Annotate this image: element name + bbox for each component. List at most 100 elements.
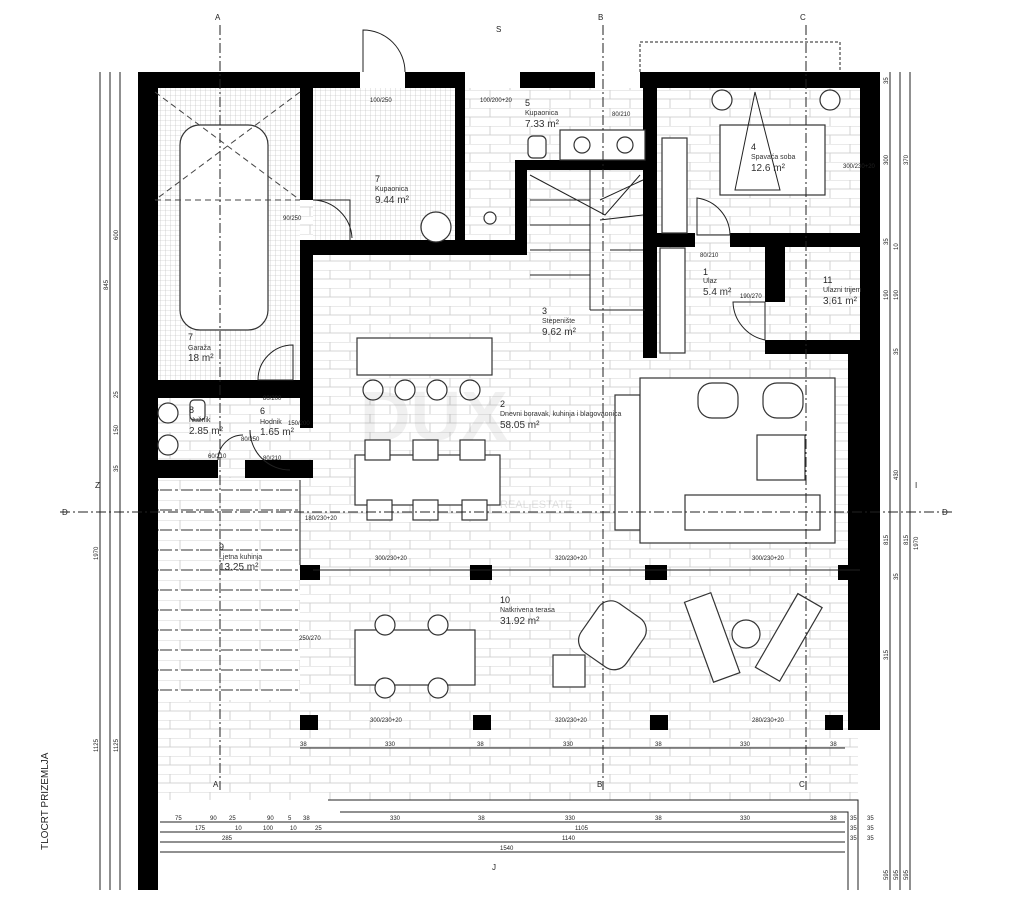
svg-text:1.65 m²: 1.65 m² [260, 427, 295, 438]
svg-text:4: 4 [751, 142, 756, 152]
svg-text:330: 330 [740, 816, 751, 822]
svg-text:10: 10 [235, 826, 242, 832]
svg-text:9.44 m²: 9.44 m² [375, 195, 410, 206]
svg-text:60/210: 60/210 [208, 454, 227, 460]
svg-text:100/200+20: 100/200+20 [480, 98, 513, 104]
svg-text:10: 10 [290, 826, 297, 832]
outer-paving [158, 730, 858, 800]
svg-text:190/270: 190/270 [740, 294, 762, 300]
svg-text:B: B [597, 780, 602, 789]
dims-left: 845 600 1970 25 150 35 1125 1125 [94, 229, 120, 752]
svg-text:180/230+20: 180/230+20 [305, 516, 338, 522]
svg-text:C: C [800, 13, 806, 22]
svg-text:8: 8 [189, 405, 194, 415]
svg-text:18 m²: 18 m² [188, 353, 214, 364]
svg-text:38: 38 [477, 742, 484, 748]
svg-text:13.25 m²: 13.25 m² [219, 562, 259, 573]
svg-text:1125: 1125 [94, 738, 100, 752]
opening-dims: 90/250 100/250 100/200+20 80/210 80/210 … [208, 98, 876, 724]
svg-text:35: 35 [884, 238, 890, 245]
svg-text:80/250: 80/250 [241, 437, 260, 443]
watermark-text: REAL ESTATE [500, 499, 573, 511]
svg-text:815: 815 [884, 534, 890, 545]
svg-text:90/250: 90/250 [283, 216, 302, 222]
svg-text:7.33 m²: 7.33 m² [525, 119, 560, 130]
svg-text:35: 35 [850, 816, 857, 822]
svg-text:38: 38 [300, 742, 307, 748]
svg-text:1140: 1140 [562, 836, 576, 842]
svg-text:3.61 m²: 3.61 m² [823, 296, 858, 307]
svg-text:150: 150 [114, 424, 120, 435]
svg-text:9.62 m²: 9.62 m² [542, 327, 577, 338]
svg-text:80/210: 80/210 [612, 112, 631, 118]
svg-text:Natkrivena terasa: Natkrivena terasa [500, 607, 555, 614]
svg-text:38: 38 [655, 816, 662, 822]
svg-text:35: 35 [850, 836, 857, 842]
svg-text:6: 6 [260, 406, 265, 416]
svg-text:Dnevni boravak, kuhinja i blag: Dnevni boravak, kuhinja i blagovaonica [500, 411, 622, 418]
svg-text:35: 35 [850, 826, 857, 832]
summer-kitchen-floor [158, 478, 300, 700]
svg-text:38: 38 [478, 816, 485, 822]
svg-text:7: 7 [188, 332, 193, 342]
svg-text:80/200: 80/200 [263, 396, 282, 402]
garage-door-dashed [154, 91, 301, 201]
svg-text:5: 5 [525, 98, 530, 108]
svg-text:J: J [492, 863, 496, 872]
svg-text:1970: 1970 [94, 546, 100, 560]
svg-text:Hodnik: Hodnik [260, 419, 282, 426]
watermark-logo: DUX [360, 377, 508, 455]
svg-text:35: 35 [867, 836, 874, 842]
svg-text:25: 25 [229, 816, 236, 822]
svg-text:7: 7 [375, 174, 380, 184]
svg-text:Kupaonica: Kupaonica [525, 110, 558, 117]
svg-text:38: 38 [830, 742, 837, 748]
svg-text:35: 35 [894, 348, 900, 355]
svg-text:600: 600 [114, 229, 120, 240]
svg-text:190: 190 [894, 289, 900, 300]
svg-text:300/230+20: 300/230+20 [843, 164, 876, 170]
svg-text:38: 38 [303, 816, 310, 822]
svg-text:Nužnik: Nužnik [189, 417, 211, 424]
svg-text:80/210: 80/210 [700, 253, 719, 259]
svg-text:25: 25 [114, 391, 120, 398]
svg-text:2.85 m²: 2.85 m² [189, 426, 224, 437]
svg-text:1105: 1105 [575, 826, 589, 832]
svg-text:250/270: 250/270 [299, 636, 321, 642]
svg-text:5.4 m²: 5.4 m² [703, 287, 732, 298]
svg-text:100/250: 100/250 [370, 98, 392, 104]
svg-text:3: 3 [542, 306, 547, 316]
svg-text:31.92 m²: 31.92 m² [500, 616, 540, 627]
svg-text:38: 38 [655, 742, 662, 748]
svg-text:25: 25 [315, 826, 322, 832]
svg-text:1: 1 [703, 267, 708, 277]
svg-text:Ljetna kuhinja: Ljetna kuhinja [219, 554, 262, 561]
dimension-lines [99, 72, 911, 890]
furniture [354, 337, 836, 699]
svg-text:100: 100 [263, 826, 274, 832]
svg-text:370: 370 [904, 154, 910, 165]
svg-text:330: 330 [385, 742, 396, 748]
svg-text:280/230+20: 280/230+20 [752, 718, 785, 724]
svg-text:Z: Z [95, 481, 100, 490]
svg-text:430: 430 [894, 469, 900, 480]
svg-text:175: 175 [195, 826, 206, 832]
svg-text:Garaža: Garaža [188, 345, 211, 352]
svg-text:150/200: 150/200 [288, 421, 310, 427]
svg-text:35: 35 [867, 826, 874, 832]
svg-text:S: S [496, 25, 501, 34]
svg-text:A: A [213, 780, 219, 789]
svg-text:285: 285 [222, 836, 233, 842]
svg-text:A: A [215, 13, 221, 22]
dims-right: 35 300 370 35 10 190 190 35 430 815 815 … [884, 77, 920, 880]
doors [217, 29, 841, 471]
svg-text:75: 75 [175, 816, 182, 822]
